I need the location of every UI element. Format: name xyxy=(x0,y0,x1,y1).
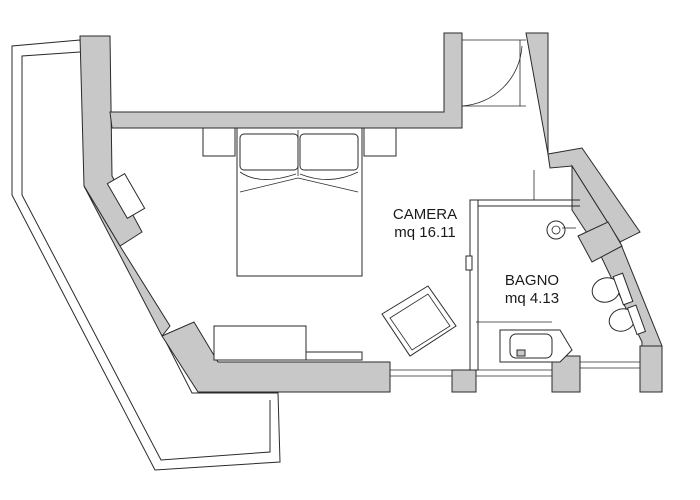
entry-door xyxy=(461,39,526,107)
room-name-camera: CAMERA xyxy=(392,206,458,223)
room-label-camera: CAMERA mq 16.11 xyxy=(380,206,470,242)
bath-partition xyxy=(465,170,580,371)
toilet xyxy=(591,272,634,306)
wall-south-west xyxy=(161,321,391,393)
washbasin xyxy=(499,329,573,363)
wall-south-mid xyxy=(451,369,477,393)
armchair xyxy=(381,285,457,357)
room-label-bagno: BAGNO mq 4.13 xyxy=(494,272,570,308)
nightstand-left xyxy=(202,127,236,157)
room-area-camera: mq 16.11 xyxy=(394,224,456,241)
windows xyxy=(390,361,640,377)
shower-sink xyxy=(546,220,576,240)
wall-shelf xyxy=(106,172,146,220)
wall-south-far xyxy=(639,345,663,393)
room-name-bagno: BAGNO xyxy=(504,272,560,289)
wall-west-diagonal xyxy=(83,185,171,337)
nightstand-right xyxy=(363,127,397,157)
wall-south-east xyxy=(551,355,581,393)
wall-east-upper xyxy=(525,32,641,243)
desk xyxy=(213,325,363,361)
room-area-bagno: mq 4.13 xyxy=(504,290,560,307)
double-bed xyxy=(236,127,363,277)
wall-bath-pier xyxy=(577,221,623,263)
wall-north xyxy=(109,32,463,129)
bidet xyxy=(608,304,647,336)
walls xyxy=(79,32,663,393)
